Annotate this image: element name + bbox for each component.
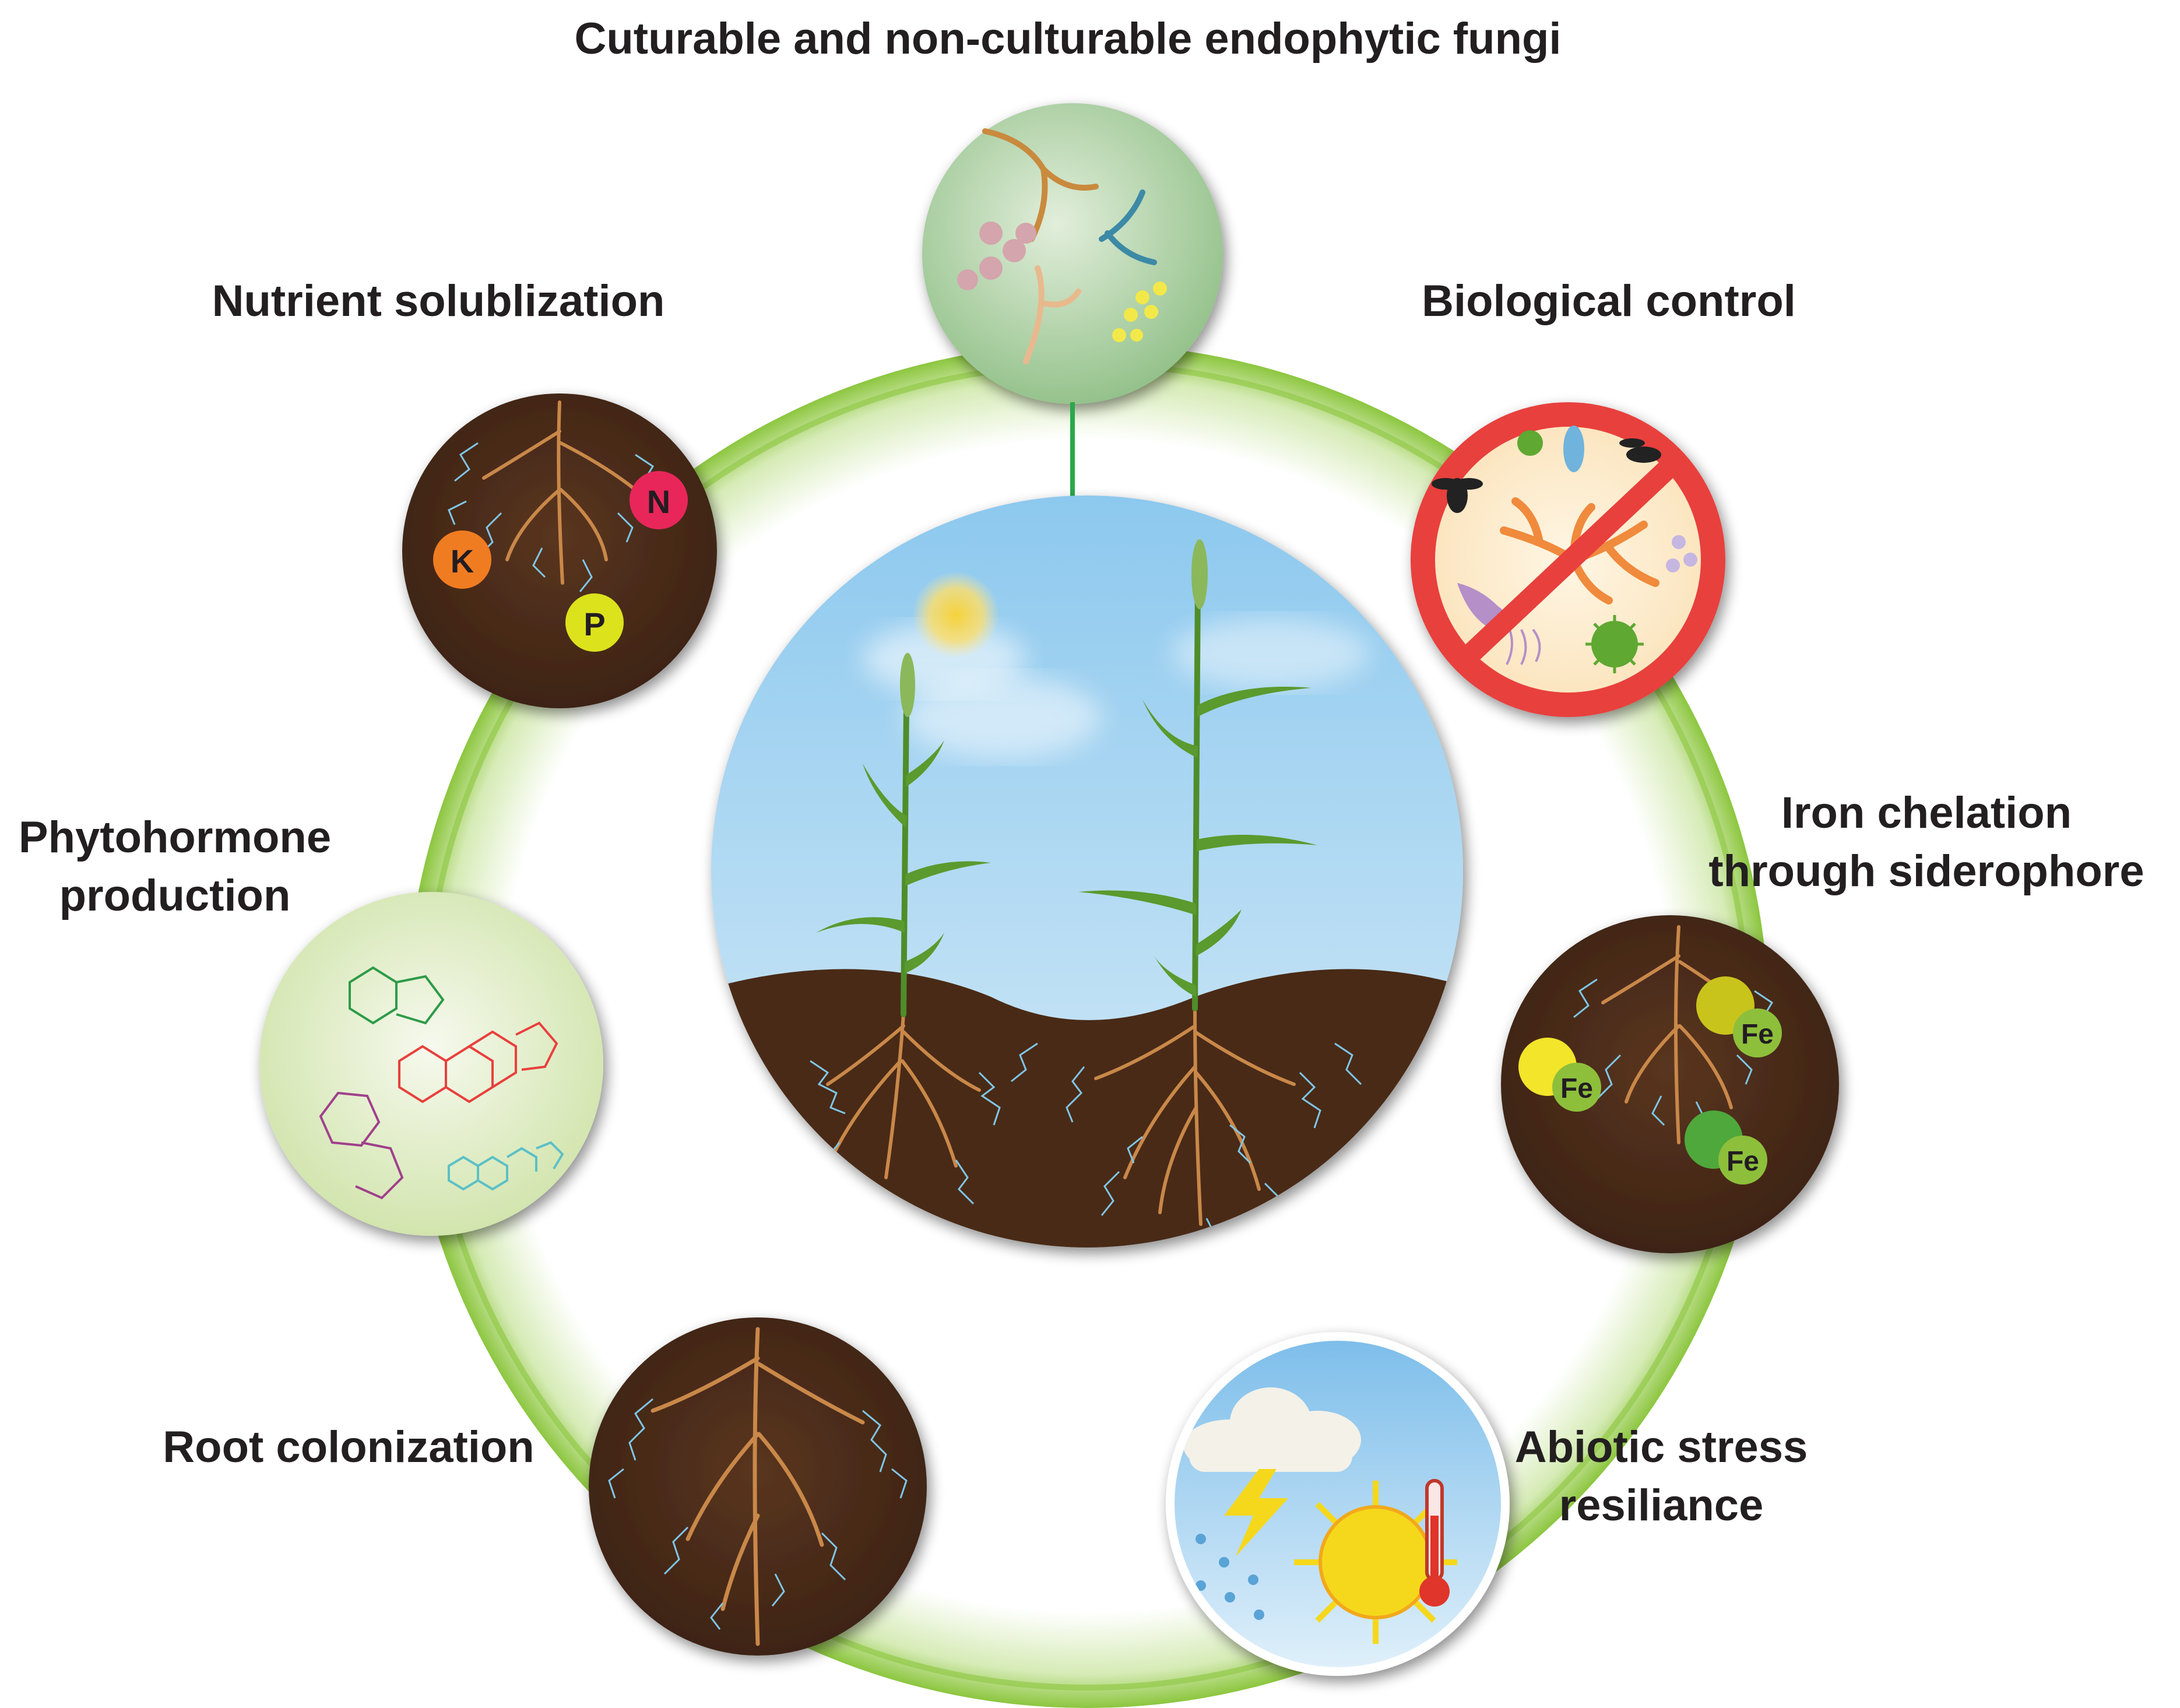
lightning-icon <box>1224 1469 1288 1556</box>
iron-chelation-circle: Fe Fe Fe <box>1501 915 1839 1253</box>
label-phytohormone-line1: Phytohormone <box>19 813 331 862</box>
sun-icon <box>1294 1481 1457 1644</box>
fe-badge-1 <box>1733 1008 1782 1057</box>
nutrient-circle: N K P <box>402 393 717 708</box>
nitrogen-badge <box>630 471 688 529</box>
fe-label-2: Fe <box>1560 1073 1593 1104</box>
thermometer-icon <box>1419 1479 1450 1607</box>
potassium-badge <box>433 530 491 589</box>
phosphorus-label: P <box>583 606 605 642</box>
phytohormone-circle <box>259 892 603 1236</box>
fe-badge-3 <box>1718 1136 1767 1185</box>
insect-icon <box>1432 478 1483 513</box>
fe-label-1: Fe <box>1741 1019 1774 1050</box>
label-phytohormone-line2: production <box>59 871 291 920</box>
label-iron-line1: Iron chelation <box>1781 788 2072 838</box>
label-biological-control: Biological control <box>1422 276 1796 326</box>
label-abiotic-line1: Abiotic stress <box>1515 1422 1808 1472</box>
label-abiotic-line2: resiliance <box>1559 1481 1764 1530</box>
center-plant-scene <box>711 495 1463 1247</box>
label-iron-line2: through siderophore <box>1708 846 2144 896</box>
mosquito-icon <box>1619 438 1661 463</box>
cloud-icon <box>1183 1387 1361 1472</box>
sun-icon <box>912 571 1000 659</box>
diagram-title: Cuturable and non-culturable endophytic … <box>574 14 1561 64</box>
root-colonization-circle <box>589 1317 927 1656</box>
prohibition-bar <box>1461 459 1678 663</box>
phosphorus-badge <box>565 593 624 652</box>
fe-label-3: Fe <box>1727 1146 1759 1177</box>
label-root-colonization: Root colonization <box>163 1422 534 1472</box>
biological-control-circle <box>1411 402 1725 717</box>
nitrogen-label: N <box>647 483 670 520</box>
potassium-label: K <box>451 543 474 579</box>
abiotic-stress-circle <box>1166 1332 1510 1676</box>
label-nutrient-solubilization: Nutrient solublization <box>212 276 665 326</box>
fungi-circle <box>922 103 1223 404</box>
fe-badge-2 <box>1552 1063 1601 1112</box>
rain-icon <box>1196 1534 1264 1620</box>
